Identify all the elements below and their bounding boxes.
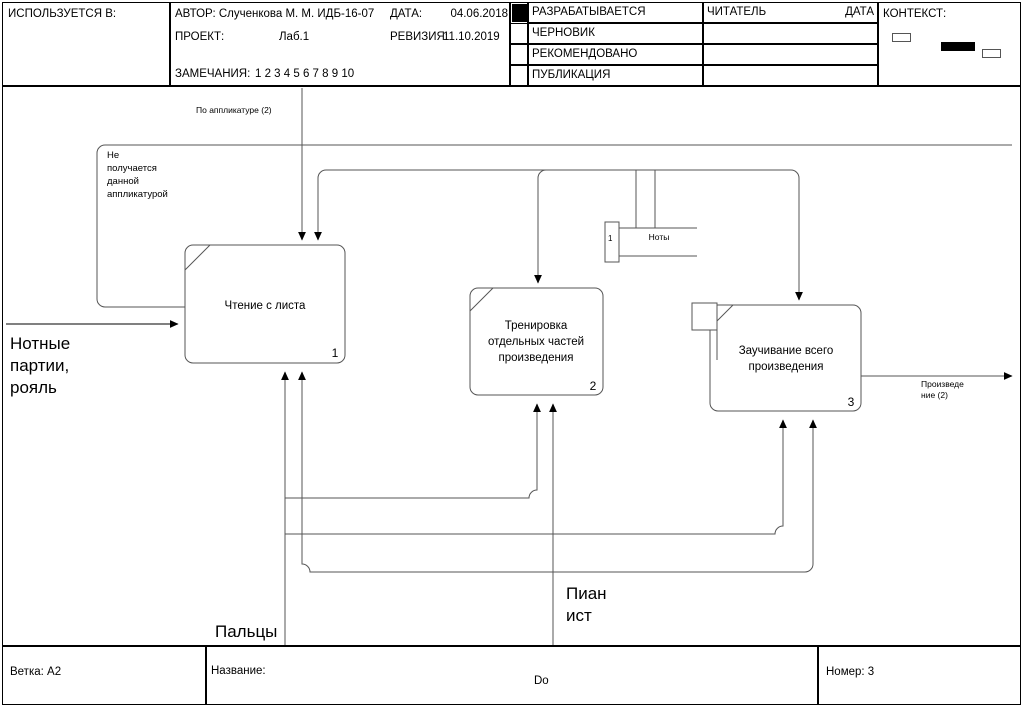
date-label: ДАТА: (390, 8, 423, 20)
arrow-control-to-box3 (329, 169, 803, 301)
status-row-4-cell (528, 65, 703, 86)
status-row-3-cell (528, 44, 703, 65)
arrow-label-mechanism-pianist-line-1: Пиан (566, 584, 607, 603)
arrow-label-feedback-line-4: аппликатурой (107, 189, 168, 200)
activity-1-number: 1 (332, 346, 339, 360)
reader-row-3-cell (703, 44, 878, 65)
context-box-sibling (982, 49, 1001, 58)
activity-2-label-line-3: произведения (499, 352, 574, 364)
context-box-parent (892, 33, 911, 42)
footer-node-label: Ветка: A2 (10, 666, 62, 678)
author-project-cell (170, 2, 510, 86)
used-in-label: ИСПОЛЬЗУЕТСЯ В: (8, 8, 117, 20)
author-label: АВТОР: Слученкова М. М. ИДБ-16-07 (175, 8, 375, 20)
context-box-current (941, 42, 975, 51)
reader-row-2-cell (703, 23, 878, 44)
footer-node-cell (2, 646, 206, 705)
used-in-cell (2, 2, 170, 86)
revision-label: РЕВИЗИЯ: (390, 31, 448, 43)
arrow-label-mechanism-fingers: Пальцы (215, 622, 277, 641)
status-row-3-label: РЕКОМЕНДОВАНО (532, 48, 638, 60)
status-row-1-label: РАЗРАБАТЫВАЕТСЯ (532, 6, 646, 18)
activity-box-2[interactable] (469, 287, 604, 396)
arrow-control-loop-to-box1 (314, 169, 655, 241)
status-row-2-label: ЧЕРНОВИК (532, 27, 595, 39)
status-marker-row-4 (510, 65, 528, 86)
status-marker-active (512, 4, 527, 22)
footer-number-label: Номер: 3 (826, 666, 875, 678)
reader-date-label: ДАТА (845, 6, 874, 18)
project-value: Лаб.1 (279, 31, 310, 43)
arrow-label-output-line-1: Произведе (921, 379, 964, 389)
footer-title-value: Do (534, 675, 549, 687)
footer-number-cell (818, 646, 1021, 705)
arrow-label-mechanism-pianist-line-2: ист (566, 606, 592, 625)
arrow-mechanism-pianist-left-branch (301, 380, 553, 573)
arrow-control-to-box2 (537, 169, 637, 228)
activity-3-label-line-1: Заучивание всего (739, 345, 834, 357)
arrow-label-notes: Ноты (649, 232, 670, 242)
context-label: КОНТЕКСТ: (883, 8, 947, 20)
activity-1-label-line-1: Чтение с листа (225, 300, 307, 312)
title-block-header: ИСПОЛЬЗУЕТСЯ В: АВТОР: Слученкова М. М. … (2, 2, 1021, 86)
tunnel-marker-box3 (691, 302, 742, 360)
notes-label: ЗАМЕЧАНИЯ: (175, 68, 251, 80)
arrow-label-control-top: По аппликатуре (2) (196, 105, 272, 115)
footer-title-cell (206, 646, 818, 705)
diagram-frame (2, 86, 1021, 646)
arrow-label-feedback-line-3: данной (107, 176, 139, 187)
arrow-label-feedback-line-2: получается (107, 163, 157, 174)
project-label: ПРОЕКТ: (175, 31, 225, 43)
footer-title-label: Название: (211, 665, 266, 677)
reader-row-4-cell (703, 65, 878, 86)
arrow-label-feedback-line-1: Не (107, 150, 119, 161)
status-marker-row-2 (510, 23, 528, 44)
date-value: 04.06.2018 (450, 8, 508, 20)
status-row-1-cell (528, 2, 703, 23)
revision-value: 11.10.2019 (443, 31, 500, 43)
arrow-label-input-line-3: рояль (10, 378, 57, 397)
activity-2-label-line-2: отдельных частей (488, 336, 584, 348)
status-row-2-cell (528, 23, 703, 44)
arrow-label-input-line-2: партии, (10, 356, 69, 375)
activity-box-1[interactable] (184, 244, 346, 364)
arrow-feedback-fingering (96, 144, 1012, 308)
activity-2-number: 2 (590, 379, 597, 393)
status-row-4-label: ПУБЛИКАЦИЯ (532, 69, 611, 81)
notes-arrow-box (604, 221, 697, 263)
notes-tunnel-number: 1 (608, 234, 613, 243)
reader-label: ЧИТАТЕЛЬ (707, 6, 767, 18)
context-cell (878, 2, 1021, 86)
activity-3-label-line-2: произведения (749, 361, 824, 373)
activity-3-number: 3 (848, 395, 855, 409)
arrow-label-input-line-1: Нотные (10, 334, 70, 353)
activity-2-label-line-1: Тренировка (505, 320, 568, 332)
arrow-mechanism-fingers-to-box2 (285, 404, 538, 499)
activity-box-3[interactable] (709, 304, 862, 412)
reader-row-1-cell (703, 2, 878, 23)
arrow-mechanism-pianist-right-branch (553, 420, 814, 573)
arrow-mechanism-fingers-to-box3 (285, 420, 784, 535)
arrow-label-output-line-2: ние (2) (921, 390, 948, 400)
notes-numbers: 1 2 3 4 5 6 7 8 9 10 (255, 68, 355, 80)
status-marker-row-3 (510, 44, 528, 65)
